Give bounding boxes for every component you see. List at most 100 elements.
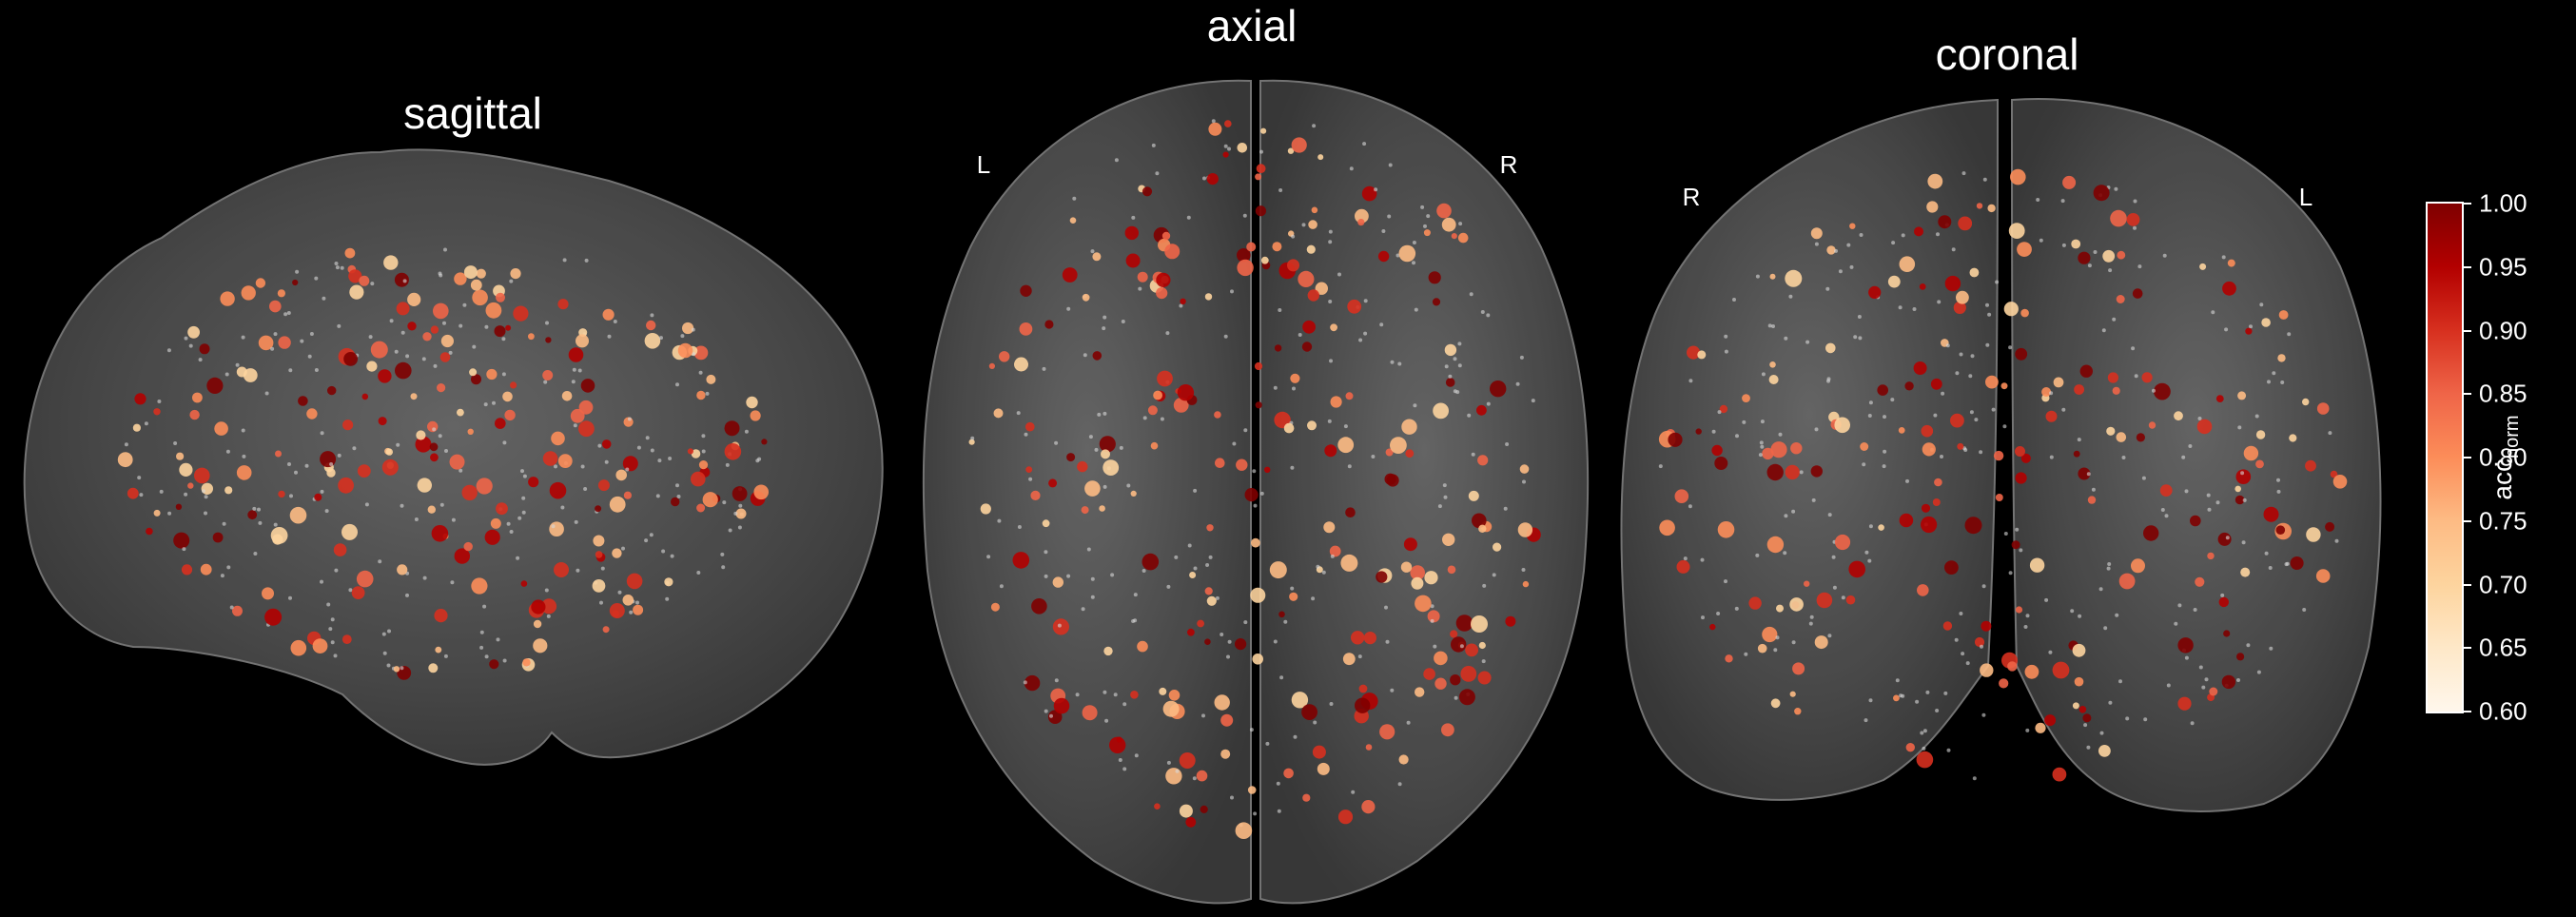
electrode-contact [502,391,513,402]
electrode-contact [1088,435,1093,439]
electrode-contact [2131,346,2136,351]
electrode-contact [1958,216,1973,231]
electrode-contact [1253,503,1258,508]
electrode-contact [253,552,258,556]
electrode-contact [368,335,373,340]
electrode-contact [1493,542,1502,552]
electrode-contact [1442,533,1455,546]
electrode-contact [615,469,627,481]
electrode-contact [1442,483,1447,488]
electrode-contact [1766,536,1785,554]
electrode-contact [382,651,387,655]
electrode-contact [287,462,291,466]
electrode-contact [462,302,467,307]
electrode-contact [1999,678,2009,689]
electrode-contact [1208,122,1222,136]
electrode-contact [1090,249,1095,254]
electrode-contact [1345,392,1354,400]
colorbar-tick-mark [2462,519,2471,522]
electrode-contact [273,332,278,337]
electrode-contact [2224,327,2229,332]
electrode-contact [521,510,526,515]
electrode-contact [444,449,448,453]
electrode-contact [1457,341,1462,346]
electrode-contact [1077,460,1088,473]
electrode-contact [496,637,500,642]
electrode-contact [454,272,467,285]
electrode-contact [1826,377,1831,381]
electrode-contact [422,332,432,341]
electrode-contact [1192,776,1197,781]
electrode-contact [335,265,340,270]
electrode-contact [1020,284,1032,297]
electrode-contact [269,300,282,313]
electrode-contact [1659,519,1675,537]
electrode-contact [2206,493,2211,498]
electrode-contact [1810,227,1823,240]
electrode-contact [2177,696,2192,711]
electrode-contact [235,362,240,367]
electrode-contact [1053,697,1070,714]
electrode-contact [2181,455,2186,459]
electrode-contact [1883,449,1887,454]
electrode-contact [2154,382,2171,400]
electrode-contact [682,322,694,335]
coronal-brain-left-hemisphere [2010,98,2382,812]
electrode-contact [701,449,706,454]
electrode-contact [395,361,412,380]
electrode-contact [1082,705,1098,721]
electrode-contact [326,468,336,478]
electrode-contact [542,451,558,466]
electrode-contact [1724,349,1728,354]
electrode-contact [1214,694,1230,711]
electrode-contact [2041,387,2052,397]
electrode-contact [602,626,610,634]
electrode-contact [1104,718,1109,723]
electrode-contact [1042,366,1046,371]
electrode-contact [1215,595,1220,600]
electrode-contact [214,421,228,436]
electrode-contact [1092,252,1102,262]
electrode-contact [400,666,404,671]
electrode-contact [329,462,334,466]
electrode-contact [1742,394,1750,402]
electrode-contact [675,382,679,387]
electrode-contact [1982,177,1987,182]
electrode-contact [1882,464,1886,469]
electrode-contact [1302,793,1311,802]
electrode-contact [241,285,256,301]
electrode-contact [1517,522,1533,537]
electrode-contact [1522,580,1530,588]
electrode-contact [635,600,639,605]
electrode-contact [1119,445,1123,450]
electrode-contact [241,428,245,433]
electrode-contact [1291,692,1309,709]
electrode-contact [509,530,514,534]
electrode-contact [2048,650,2053,654]
colorbar-tick-label: 1.00 [2479,188,2527,218]
electrode-contact [2184,489,2189,494]
electrode-contact [583,487,588,491]
electrode-contact [1814,427,1819,432]
electrode-contact [2098,587,2103,592]
electrode-contact [1328,300,1333,303]
electrode-contact [1227,146,1231,151]
electrode-contact [522,474,527,478]
electrode-contact [1308,220,1317,229]
electrode-contact [1789,691,1796,697]
electrode-contact [1904,381,1914,391]
electrode-contact [1156,287,1168,300]
electrode-contact [993,408,1004,419]
electrode-contact [2125,716,2130,721]
electrode-contact [1742,419,1747,424]
electrode-contact [1436,203,1452,219]
electrode-contact [1044,550,1048,555]
electrode-contact [1519,355,1524,360]
electrode-contact [1668,432,1683,447]
electrode-contact [1131,619,1136,623]
electrode-contact [134,393,146,405]
electrode-contact [1478,524,1487,533]
electrode-contact [755,458,760,463]
electrode-contact [2106,566,2111,571]
electrode-contact [1054,440,1059,445]
